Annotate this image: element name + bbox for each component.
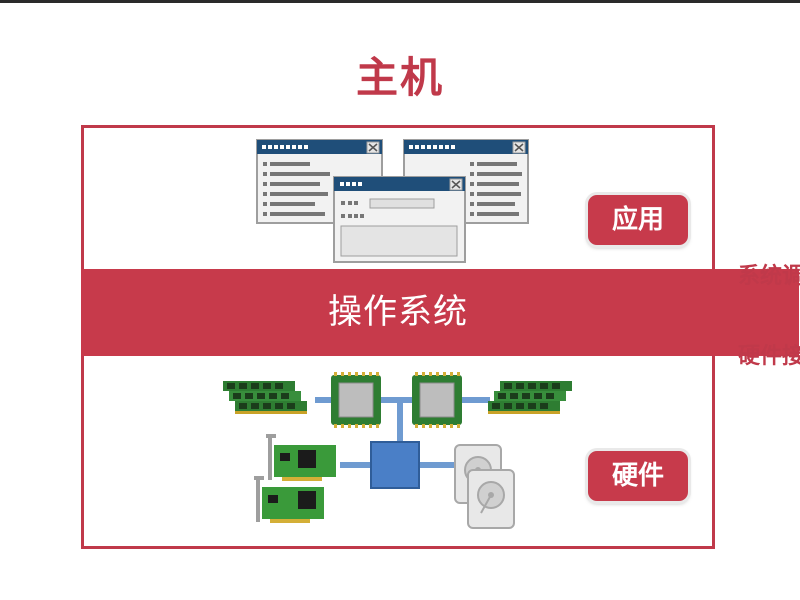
ram-module-icon <box>223 381 307 414</box>
os-label: 操作系统 <box>328 292 468 332</box>
cpu-chip-icon <box>331 372 381 428</box>
ram-module-icon <box>488 381 572 414</box>
syscall-label: 系统调 <box>738 264 800 289</box>
hardware-interface-label: 硬件接 <box>738 344 800 369</box>
top-divider <box>0 0 800 3</box>
page-title: 主机 <box>355 53 444 102</box>
hard-disk-icon <box>467 469 515 529</box>
hardware-tag: 硬件 <box>588 451 688 501</box>
os-band-overlay <box>81 269 799 356</box>
pci-card-icon <box>254 476 324 523</box>
window-icon <box>333 176 466 263</box>
pci-card-icon <box>266 434 336 481</box>
chipset-icon <box>370 441 420 489</box>
cpu-chip-icon <box>412 372 462 428</box>
application-tag: 应用 <box>588 195 688 245</box>
